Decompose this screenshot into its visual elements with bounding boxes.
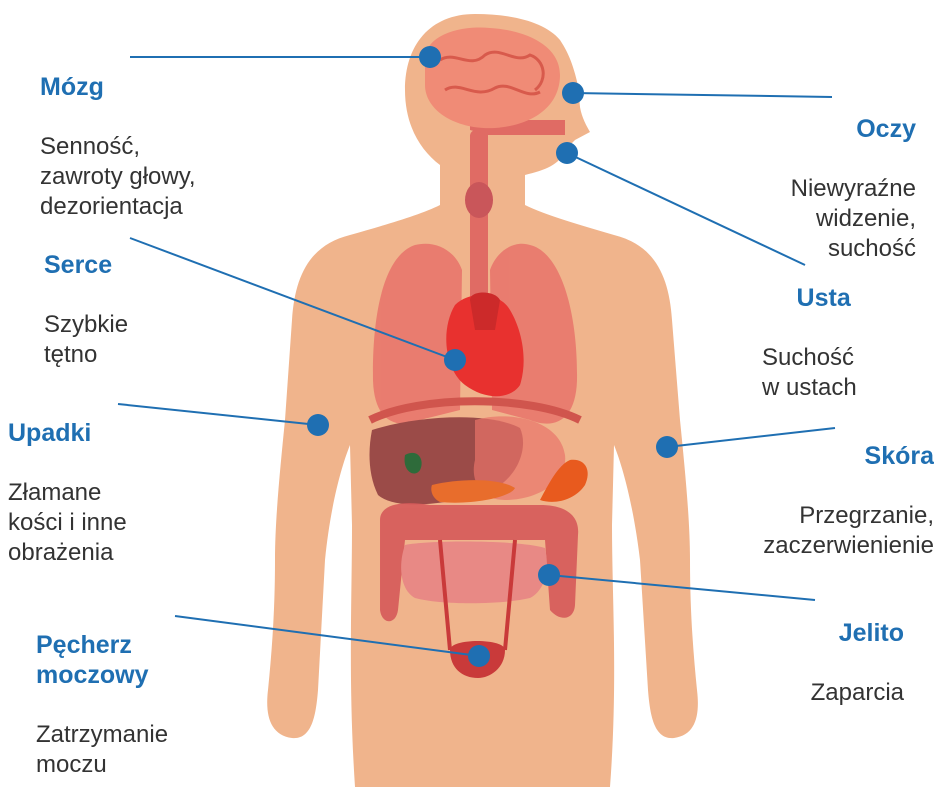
callout-oczy-desc: Niewyraźne widzenie, suchość: [791, 174, 916, 264]
marker-pecherz: [468, 645, 490, 667]
callout-serce-desc: Szybkie tętno: [44, 310, 128, 370]
callout-jelito-desc: Zaparcia: [811, 678, 904, 708]
callout-usta: Usta Suchość w ustach: [762, 253, 857, 433]
callout-oczy-title: Oczy: [791, 114, 916, 144]
callout-serce: Serce Szybkie tętno: [44, 220, 128, 400]
marker-upadki: [307, 414, 329, 436]
callout-mozg-desc: Senność, zawroty głowy, dezorientacja: [40, 132, 196, 222]
marker-jelito: [538, 564, 560, 586]
callout-serce-title: Serce: [44, 250, 128, 280]
callout-skora-title: Skóra: [763, 441, 934, 471]
callout-pecherz-desc: Zatrzymanie moczu: [36, 720, 168, 780]
marker-oczy: [562, 82, 584, 104]
marker-skora: [656, 436, 678, 458]
brain: [425, 27, 560, 128]
callout-usta-title: Usta: [762, 283, 857, 313]
callout-upadki: Upadki Złamane kości i inne obrażenia: [8, 388, 127, 598]
callout-pecherz-title: Pęcherz moczowy: [36, 630, 168, 690]
callout-upadki-title: Upadki: [8, 418, 127, 448]
marker-serce: [444, 349, 466, 371]
callout-jelito-title: Jelito: [811, 618, 904, 648]
callout-upadki-desc: Złamane kości i inne obrażenia: [8, 478, 127, 568]
marker-usta: [556, 142, 578, 164]
callout-skora: Skóra Przegrzanie, zaczerwienienie: [763, 411, 934, 591]
callout-mozg-title: Mózg: [40, 72, 196, 102]
callout-skora-desc: Przegrzanie, zaczerwienienie: [763, 501, 934, 561]
callout-pecherz: Pęcherz moczowy Zatrzymanie moczu: [36, 600, 168, 810]
callout-jelito: Jelito Zaparcia: [811, 588, 904, 738]
marker-mozg: [419, 46, 441, 68]
callout-usta-desc: Suchość w ustach: [762, 343, 857, 403]
